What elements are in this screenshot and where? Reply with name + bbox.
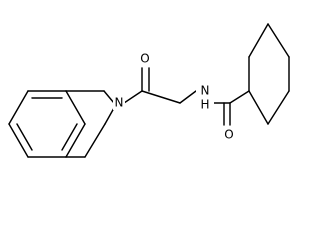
aromatic-double-bond — [61, 123, 78, 151]
side-chain — [123, 67, 250, 126]
ring-nitrogen: N — [115, 96, 124, 110]
bond — [84, 123, 106, 158]
amide-nitrogen: N — [201, 84, 210, 98]
molecule-structure: O N N H O — [8, 23, 290, 158]
ring-nitrogen-label-background — [113, 96, 125, 110]
molecule-canvas: O N N H O — [8, 23, 290, 158]
bond — [267, 90, 290, 125]
bond — [141, 90, 181, 104]
bond — [248, 90, 269, 125]
bond — [123, 90, 143, 104]
bond — [65, 123, 86, 158]
bond — [65, 90, 86, 125]
cyclohexane-ring — [248, 23, 290, 125]
oxygen-label-background — [140, 52, 152, 66]
atom-labels: O N N H O — [113, 52, 236, 142]
bond — [8, 123, 29, 158]
tetrahydroisoquinoline-ring — [65, 90, 115, 158]
amide-nitrogen-label-background — [196, 84, 214, 110]
aromatic-double-bond — [16, 123, 33, 151]
bond — [248, 23, 269, 58]
bond — [103, 90, 115, 104]
bond — [8, 90, 29, 125]
bond — [267, 23, 290, 58]
amide-oxygen-left: O — [140, 52, 149, 66]
bond — [104, 107, 115, 125]
benzene-ring — [8, 90, 86, 158]
amide-hydrogen: H — [200, 98, 209, 112]
oxygen-label-background — [224, 128, 236, 142]
amide-oxygen-right: O — [224, 128, 233, 142]
bond — [179, 90, 197, 104]
bond — [229, 90, 250, 104]
